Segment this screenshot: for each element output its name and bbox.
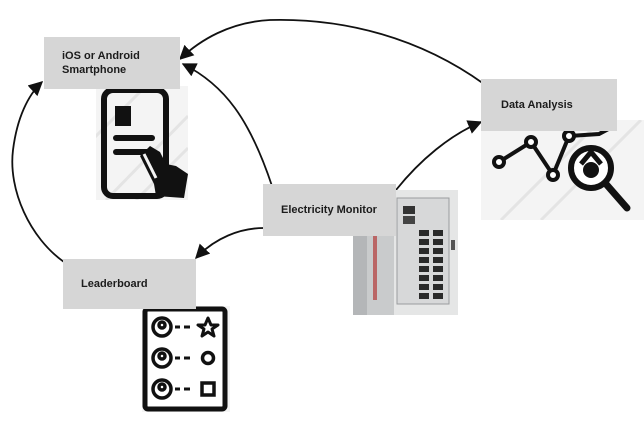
breaker-switch bbox=[433, 284, 443, 290]
arrow-leaderboard-to-phone bbox=[11, 81, 65, 263]
node-data-analysis: Data Analysis bbox=[481, 79, 617, 131]
leaderboard-list-icon bbox=[142, 306, 230, 412]
breaker-switch bbox=[433, 266, 443, 272]
arrow-monitor-to-phone bbox=[181, 63, 273, 187]
node-smartphone: iOS or Android Smartphone bbox=[44, 37, 180, 89]
breaker-switch bbox=[433, 248, 443, 254]
breaker-switch bbox=[433, 275, 443, 281]
node-electricity-monitor: Electricity Monitor bbox=[263, 184, 396, 236]
node-data-analysis-label: Data Analysis bbox=[501, 99, 573, 111]
breaker-switch bbox=[433, 257, 443, 263]
node-electricity-monitor-label: Electricity Monitor bbox=[281, 204, 377, 216]
node-leaderboard: Leaderboard bbox=[63, 259, 196, 309]
breaker-switch bbox=[419, 266, 429, 272]
line-chart-magnifier-icon bbox=[481, 120, 644, 220]
breaker-switch bbox=[433, 239, 443, 245]
breaker-switch bbox=[419, 293, 429, 299]
node-leaderboard-label: Leaderboard bbox=[81, 278, 148, 290]
arrow-data-to-phone bbox=[178, 18, 485, 85]
breaker-switch bbox=[419, 284, 429, 290]
arrow-monitor-to-data bbox=[395, 120, 483, 191]
breaker-switch bbox=[419, 257, 429, 263]
breaker-switch bbox=[419, 248, 429, 254]
arrow-monitor-to-leaderboard bbox=[195, 227, 265, 260]
breaker-switch bbox=[419, 230, 429, 236]
smartphone-tap-icon bbox=[96, 86, 188, 200]
breaker-switch bbox=[419, 239, 429, 245]
node-smartphone-label: iOS or Android Smartphone bbox=[62, 50, 140, 76]
breaker-switch bbox=[433, 230, 443, 236]
breaker-switch bbox=[433, 293, 443, 299]
breaker-switch bbox=[419, 275, 429, 281]
